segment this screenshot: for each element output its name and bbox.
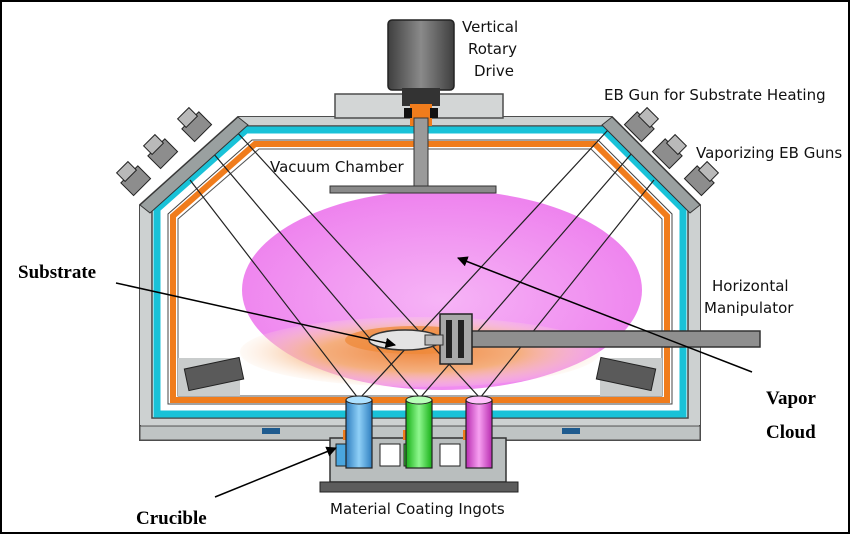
label-vacuum-chamber: Vacuum Chamber — [270, 158, 404, 176]
side-blocks — [178, 356, 662, 396]
label-crucible: Crucible — [136, 508, 207, 529]
crucible-assembly — [319, 395, 519, 493]
label-material-coating-ingots: Material Coating Ingots — [330, 500, 505, 518]
label-vapor-cloud-1: Vapor — [766, 388, 817, 409]
ingot-blue — [345, 399, 373, 469]
ingot-green — [405, 399, 433, 469]
vapor-cloud-arrow — [457, 256, 753, 373]
vaporizing-eb-guns-left — [115, 106, 249, 214]
label-vaporizing-eb-guns: Vaporizing EB Guns — [696, 144, 842, 162]
label-vertical-rotary-drive-3: Drive — [474, 62, 514, 80]
substrate-arrow — [115, 282, 397, 349]
leader-lines — [115, 256, 753, 498]
vertical-rotary-drive — [329, 19, 504, 194]
label-vapor-cloud-2: Cloud — [766, 422, 816, 443]
electron-beams — [189, 129, 655, 399]
crucible-arrow — [214, 446, 337, 498]
label-vertical-rotary-drive-1: Vertical — [462, 18, 518, 36]
label-eb-gun-substrate-heating: EB Gun for Substrate Heating — [604, 86, 826, 104]
vaporizing-eb-guns-right — [601, 106, 720, 214]
labels: Vertical Rotary Drive EB Gun for Substra… — [18, 18, 842, 529]
ingot-magenta — [465, 399, 493, 469]
label-vertical-rotary-drive-2: Rotary — [468, 40, 517, 58]
label-horizontal-manipulator-2: Manipulator — [704, 299, 794, 317]
label-substrate: Substrate — [18, 262, 96, 283]
label-horizontal-manipulator-1: Horizontal — [712, 277, 789, 295]
